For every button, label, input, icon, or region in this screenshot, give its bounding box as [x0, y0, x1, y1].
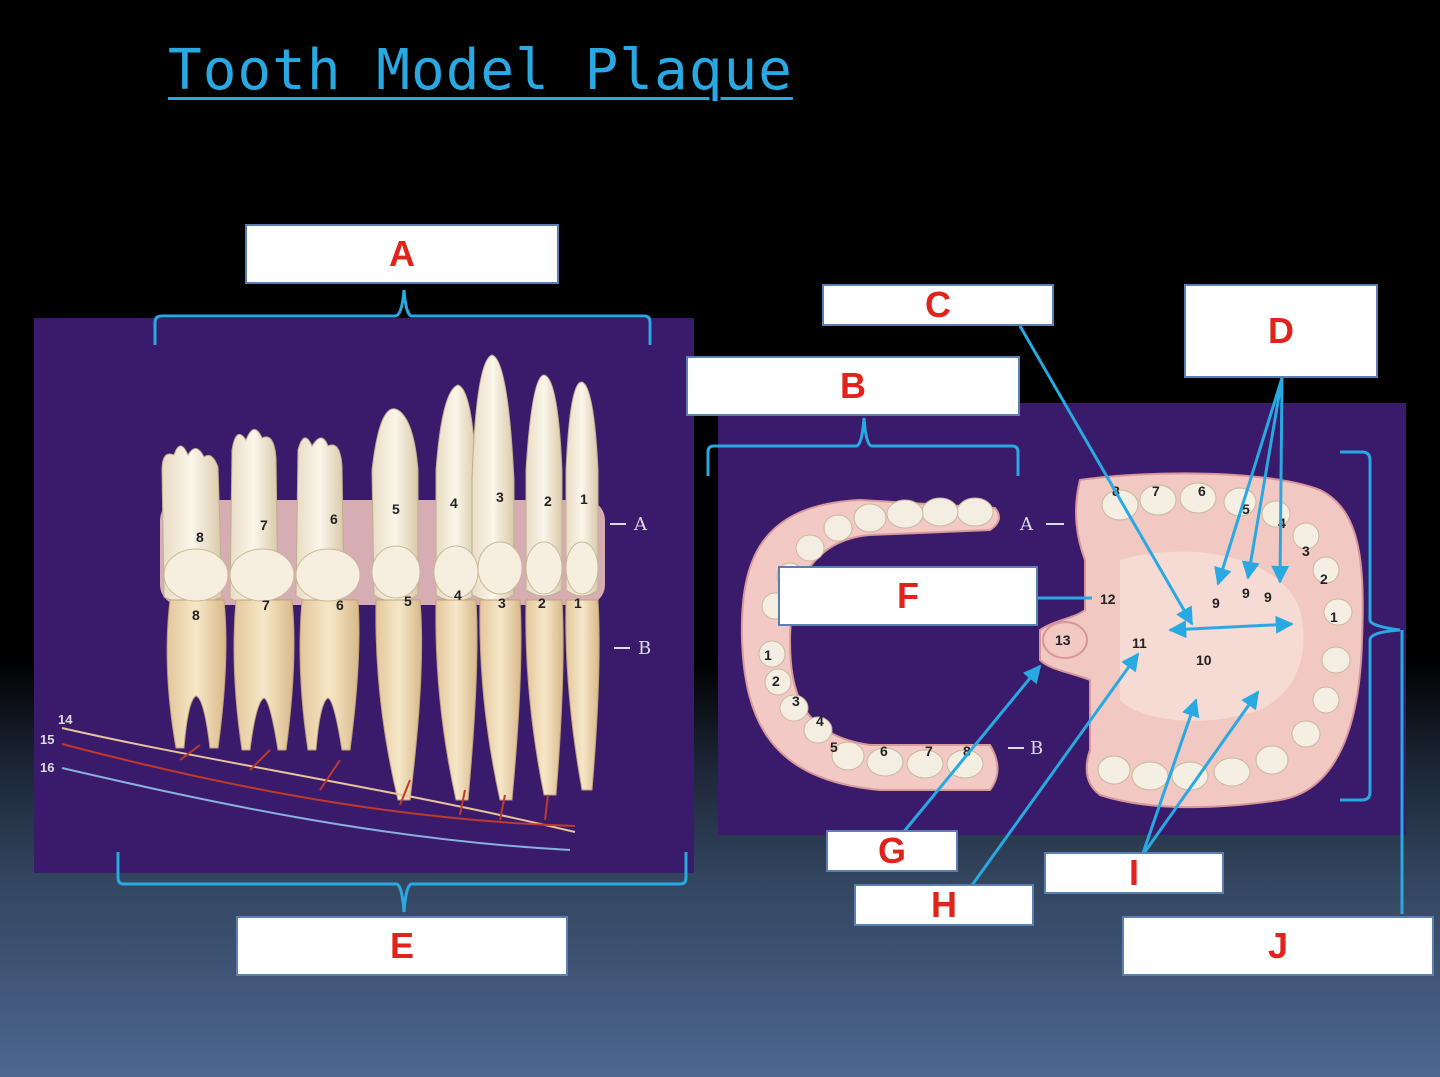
label-box-g[interactable]: G	[826, 830, 958, 872]
label-box-a[interactable]: A	[245, 224, 559, 284]
lower-tooth-number: 5	[404, 593, 412, 609]
label-e-text: E	[389, 925, 414, 966]
palate-number: 9	[1212, 595, 1220, 611]
palate-number: 13	[1055, 632, 1071, 648]
label-h-text: H	[931, 884, 957, 925]
lower-tooth-number: 8	[192, 607, 200, 623]
lower-tooth-number: 1	[574, 595, 582, 611]
arch-tooth-number: 5	[830, 739, 838, 755]
nerve-number: 14	[58, 712, 73, 727]
arch-tooth-number: 7	[925, 743, 933, 759]
nerve-number: 16	[40, 760, 54, 775]
label-box-j[interactable]: J	[1122, 916, 1434, 976]
label-d-text: D	[1268, 310, 1294, 351]
label-box-b[interactable]: B	[686, 356, 1020, 416]
label-b-text: B	[840, 365, 866, 406]
side-mark-b: B	[638, 638, 651, 659]
upper-tooth-number: 8	[196, 529, 204, 545]
label-c-text: C	[925, 284, 951, 325]
lower-tooth-number: 6	[336, 597, 344, 613]
arch-tooth-number: 4	[816, 713, 824, 729]
label-i-text: I	[1128, 852, 1139, 893]
arch-tooth-number: 6	[880, 743, 888, 759]
upper-tooth-number: 1	[580, 491, 588, 507]
lower-tooth-number: 7	[262, 597, 270, 613]
palate-number: 9	[1242, 585, 1250, 601]
arch-tooth-number: 1	[1330, 609, 1338, 625]
label-box-h[interactable]: H	[854, 884, 1034, 926]
upper-tooth-number: 7	[260, 517, 268, 533]
upper-tooth-number: 2	[544, 493, 552, 509]
arch-tooth-number: 8	[963, 743, 971, 759]
arch-tooth-number: 2	[772, 673, 780, 689]
arch-tooth-number: 1	[764, 647, 772, 663]
page-title: Tooth Model Plaque	[168, 38, 793, 103]
label-box-i[interactable]: I	[1044, 852, 1224, 894]
label-j-text: J	[1267, 925, 1289, 966]
label-a-text: A	[389, 233, 415, 274]
side-view-numbers: 8 7 6 5 4 3 2 1 8 7 6 5 4 3 2 1 14 15 16…	[40, 489, 651, 775]
upper-tooth-number: 3	[496, 489, 504, 505]
label-g-text: G	[877, 830, 906, 871]
side-view-teeth	[61, 354, 605, 851]
label-box-c[interactable]: C	[822, 284, 1054, 326]
arch-tooth-number: 3	[1302, 543, 1310, 559]
palate-number: 11	[1132, 635, 1147, 651]
arch-mark-a: A	[1019, 514, 1034, 535]
label-box-f[interactable]: F	[778, 566, 1038, 626]
upper-tooth-number: 6	[330, 511, 338, 527]
palate-number: 12	[1100, 591, 1116, 607]
arch-tooth-number: 5	[1242, 501, 1250, 517]
palate-number: 9	[1264, 589, 1272, 605]
leader-lines	[116, 289, 1404, 914]
side-mark-a: A	[633, 514, 648, 535]
upper-tooth-number: 4	[450, 495, 458, 511]
arch-tooth-number: 3	[792, 693, 800, 709]
arch-tooth-number: 6	[1198, 483, 1206, 499]
lower-tooth-number: 3	[498, 595, 506, 611]
lower-tooth-number: 2	[538, 595, 546, 611]
label-box-e[interactable]: E	[236, 916, 568, 976]
palate-number: 10	[1196, 652, 1212, 668]
label-box-d[interactable]: D	[1184, 284, 1378, 378]
lower-tooth-number: 4	[454, 587, 462, 603]
arch-mark-b: B	[1030, 738, 1043, 759]
arch-tooth-number: 2	[1320, 571, 1328, 587]
arch-tooth-number: 7	[1152, 483, 1160, 499]
upper-tooth-number: 5	[392, 501, 400, 517]
label-f-text: F	[897, 575, 919, 616]
nerve-number: 15	[40, 732, 54, 747]
